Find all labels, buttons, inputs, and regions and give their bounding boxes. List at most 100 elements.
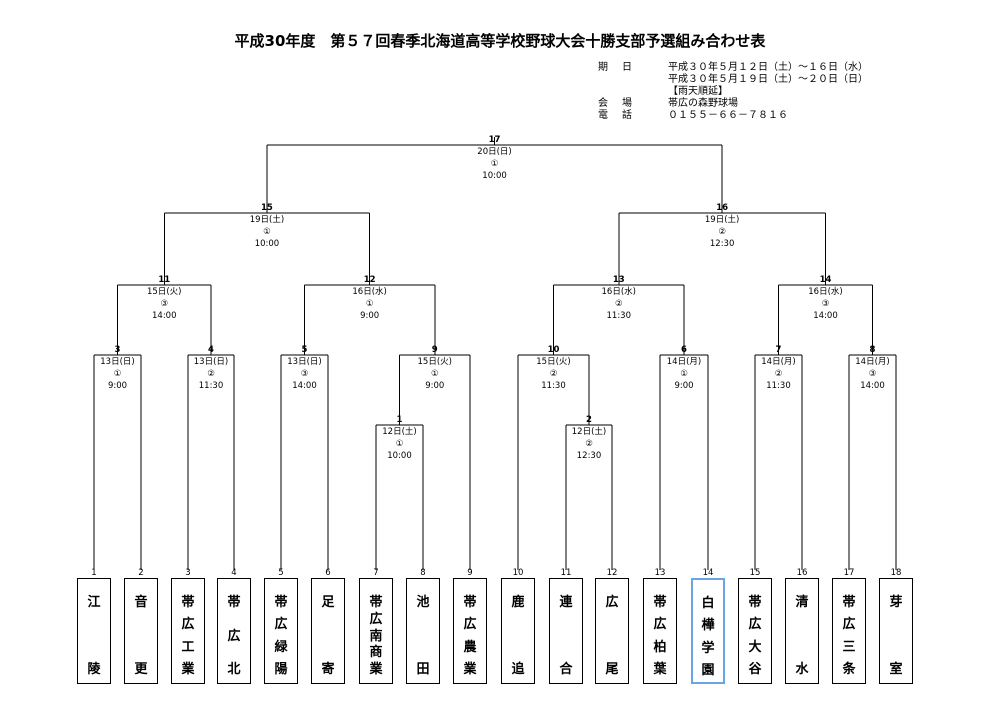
team-name-char: 農: [463, 640, 477, 655]
match-game-order: ②: [550, 369, 558, 379]
match-date: 12日(土): [572, 426, 606, 437]
phone-row: 電 話 ０１５５－６６－７８１６: [598, 110, 868, 122]
match-game-order: ②: [615, 299, 623, 309]
team-name-char: 大: [748, 640, 762, 655]
team-box: 連合: [549, 578, 583, 684]
match-date: 16日(水): [808, 286, 842, 297]
team-name-char: 田: [416, 662, 430, 677]
match-game-order: ①: [114, 369, 122, 379]
team-name-char: 谷: [748, 662, 762, 677]
seed-number: 17: [844, 568, 855, 578]
period-line-1: 平成３０年５月１２日（土）～１６日（水）: [668, 62, 868, 73]
venue-row: 会 場 帯広の森野球場: [598, 98, 868, 110]
team-name-char: 合: [559, 662, 573, 677]
team-box: 池田: [406, 578, 440, 684]
period-row-2: 平成３０年５月１９日（土）～２０日（日）: [598, 74, 868, 86]
match-game-order: ②: [207, 369, 215, 379]
seed-number: 7: [373, 568, 378, 578]
seed-number: 10: [513, 568, 524, 578]
match-time: 9:00: [674, 381, 693, 391]
team-name-char: 帯: [653, 595, 667, 610]
team-name-char: 連: [559, 595, 573, 610]
team-name-char: 芽: [889, 595, 903, 610]
team-name-char: 江: [87, 595, 101, 610]
phone-label: 電 話: [598, 110, 634, 121]
match-time: 12:30: [710, 239, 735, 249]
team-name-char: 帯: [274, 595, 288, 610]
match-game-order: ①: [263, 227, 271, 237]
phone-number: ０１５５－６６－７８１６: [668, 110, 788, 121]
team-box: 帯広北: [217, 578, 251, 684]
team-name-char: 鹿: [511, 595, 525, 610]
match-game-order: ①: [431, 369, 439, 379]
match-time: 11:30: [766, 381, 791, 391]
match-date: 16日(水): [602, 286, 636, 297]
team-box: 音更: [124, 578, 158, 684]
match-game-order: ③: [822, 299, 830, 309]
team-name-char: 帯: [463, 595, 477, 610]
match-game-order: ③: [869, 369, 877, 379]
team-name-char: 広: [748, 617, 762, 632]
seed-number: 4: [231, 568, 236, 578]
seed-number: 16: [797, 568, 808, 578]
match-date: 15日(火): [418, 357, 452, 367]
schedule-info: 期 日平成３０年５月１２日（土）～１６日（水） 平成３０年５月１９日（土）～２０…: [598, 62, 868, 122]
match-date: 16日(水): [352, 286, 386, 297]
seed-number: 13: [655, 568, 666, 578]
match-time: 14:00: [152, 311, 177, 321]
match-time: 14:00: [292, 381, 317, 391]
match-time: 9:00: [360, 311, 379, 321]
match-number: 17: [489, 135, 501, 145]
seed-number: 5: [278, 568, 283, 578]
team-name-char: 広: [463, 617, 477, 632]
match-date: 13日(日): [100, 357, 134, 367]
match-time: 9:00: [425, 381, 444, 391]
match-date: 19日(土): [250, 214, 284, 225]
seed-number: 6: [325, 568, 330, 578]
match-date: 14日(月): [855, 357, 889, 367]
match-time: 9:00: [108, 381, 127, 391]
match-game-order: ③: [160, 299, 168, 309]
rain-note-row: 【雨天順延】: [598, 86, 868, 98]
match-time: 11:30: [607, 311, 632, 321]
team-name-char: 樺: [701, 618, 715, 633]
page-title: 平成30年度 第５７回春季北海道高等学校野球大会十勝支部予選組み合わせ表: [234, 32, 766, 50]
seed-number: 8: [420, 568, 425, 578]
seed-number: 1: [91, 568, 96, 578]
venue-label: 会 場: [598, 98, 634, 109]
seed-number: 3: [185, 568, 190, 578]
match-time: 10:00: [387, 451, 412, 461]
team-name-char: 寄: [321, 662, 335, 677]
seed-number: 15: [750, 568, 761, 578]
team-name-char: 広: [653, 617, 667, 632]
team-name-char: 清: [795, 595, 809, 610]
match-date: 14日(月): [667, 357, 701, 367]
team-box: 帯広三条: [832, 578, 866, 684]
team-name-char: 帯: [227, 595, 241, 610]
team-name-char: 陵: [87, 662, 101, 677]
team-box: 広尾: [595, 578, 629, 684]
team-name-char: 広: [274, 617, 288, 632]
team-name-char: 音: [134, 595, 148, 610]
match-date: 12日(土): [382, 426, 416, 437]
team-name-char: 工: [181, 640, 195, 655]
team-box: 清水: [785, 578, 819, 684]
team-name-char: 室: [889, 662, 903, 677]
team-name-char: 葉: [653, 662, 667, 677]
match-time: 12:30: [577, 451, 602, 461]
team-name-char: 陽: [274, 662, 288, 677]
team-name-char: 足: [321, 595, 335, 610]
team-box: 帯広緑陽: [264, 578, 298, 684]
match-game-order: ②: [775, 369, 783, 379]
venue-name: 帯広の森野球場: [668, 98, 738, 109]
team-name-char: 帯: [748, 595, 762, 610]
seed-number: 12: [607, 568, 618, 578]
match-date: 19日(土): [705, 214, 739, 225]
team-name-char: 白: [701, 596, 715, 611]
team-name-char: 業: [369, 662, 383, 677]
team-name-char: 園: [701, 663, 715, 678]
team-name-char: 学: [701, 641, 715, 656]
team-name-char: 業: [463, 662, 477, 677]
team-name-char: 帯: [842, 595, 856, 610]
